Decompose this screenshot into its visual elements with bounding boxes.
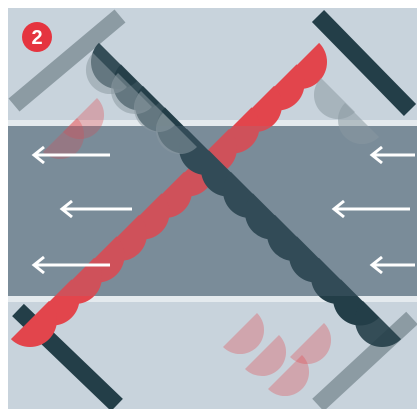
step-badge: 2 [22, 22, 52, 52]
band-overlay [8, 126, 417, 296]
step-badge-label: 2 [31, 27, 42, 49]
band-tint [8, 126, 417, 296]
